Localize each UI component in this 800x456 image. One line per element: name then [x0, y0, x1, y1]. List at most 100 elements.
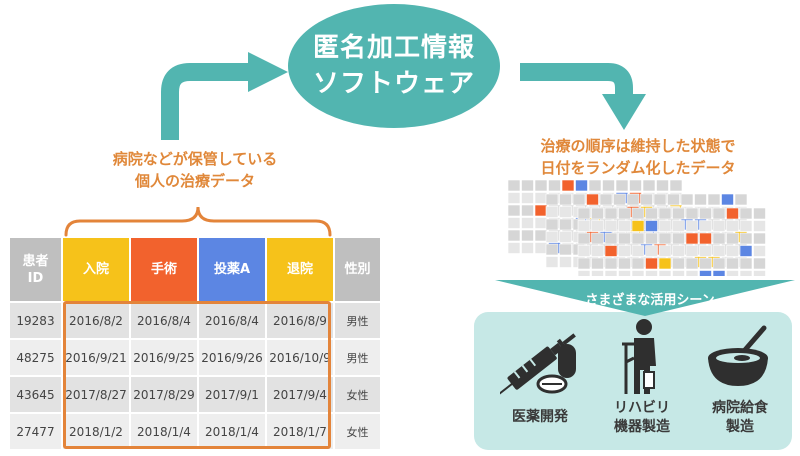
header-patient-id: 患者 ID [10, 238, 61, 301]
mosaic-cell [631, 245, 645, 257]
mosaic-cell [618, 232, 631, 245]
mosaic-cell [604, 207, 618, 220]
banner-chevron-icon [495, 280, 795, 316]
mosaic-cell [521, 204, 534, 217]
mosaic-cell [726, 207, 739, 220]
arrow-to-software-icon [161, 52, 288, 140]
cell-id: 43645 [10, 377, 61, 412]
mosaic-cell [618, 245, 631, 257]
randomized-data-mosaic [508, 180, 766, 276]
mosaic-cell [721, 193, 734, 206]
mosaic-cell [604, 232, 618, 245]
mosaic-cell [739, 232, 753, 245]
mosaic-cell [753, 207, 766, 220]
mosaic-cell [575, 180, 588, 192]
cell-sex: 男性 [335, 340, 380, 375]
mosaic-cell [534, 180, 548, 192]
mosaic-cell [645, 207, 658, 220]
mosaic-cell [545, 256, 559, 268]
mosaic-cell [577, 257, 591, 270]
mosaic-cell [685, 220, 699, 232]
mosaic-cell [667, 193, 680, 206]
mosaic-cell [712, 232, 726, 245]
mosaic-cell [577, 245, 591, 257]
mosaic-cell [642, 180, 656, 192]
mosaic-cell [658, 270, 672, 276]
mosaic-cell [559, 243, 572, 256]
mosaic-cell [739, 270, 753, 276]
cell-id: 27477 [10, 414, 61, 449]
mosaic-cell [645, 220, 658, 232]
source-caption-line2: 個人の治療データ [134, 172, 255, 190]
mosaic-cell [699, 232, 712, 245]
center-title-line2: ソフトウェア [312, 69, 475, 99]
randomized-data-caption: 治療の順序は維持した状態で 日付をランダム化したデータ [508, 135, 768, 179]
mosaic-cell [645, 245, 658, 257]
mosaic-cell [739, 257, 753, 270]
cell-id: 19283 [10, 303, 61, 338]
mosaic-cell [658, 245, 672, 257]
mosaic-cell [586, 193, 599, 206]
use-label-line1: 病院給食 [712, 400, 768, 416]
cell-drug: 2016/8/4 [199, 303, 265, 338]
mosaic-cell [604, 257, 618, 270]
cell-id: 48275 [10, 340, 61, 375]
mosaic-cell [521, 192, 534, 204]
mosaic-cell [577, 220, 591, 232]
mosaic-cell [508, 229, 521, 242]
mosaic-cell [599, 193, 613, 206]
mosaic-cell [534, 192, 548, 204]
mosaic-cell [699, 220, 712, 232]
use-case-rehab-equipment: リハビリ 機器製造 [592, 399, 692, 437]
use-label-line2: 機器製造 [614, 419, 670, 435]
mosaic-cell [699, 270, 712, 276]
mosaic-cell [699, 245, 712, 257]
cell-sex: 女性 [335, 377, 380, 412]
mosaic-cell [545, 243, 559, 256]
mosaic-cell [726, 232, 739, 245]
mosaic-cell [618, 207, 631, 220]
mosaic-cell [699, 207, 712, 220]
cell-drug: 2016/9/26 [199, 340, 265, 375]
cell-surgery: 2016/9/25 [131, 340, 197, 375]
mosaic-cell [726, 220, 739, 232]
use-label-line2: 製造 [726, 419, 754, 435]
mosaic-cell [559, 218, 572, 231]
mosaic-cell [626, 193, 640, 206]
mosaic-cell [707, 193, 721, 206]
person-crutch-icon [622, 319, 656, 394]
mosaic-cell [685, 207, 699, 220]
mosaic-cell [521, 242, 534, 254]
mosaic-cell [613, 193, 626, 206]
mosaic-cell [685, 245, 699, 257]
mosaic-cell [588, 180, 602, 192]
mosaic-cell [699, 257, 712, 270]
cell-admit: 2016/9/21 [63, 340, 129, 375]
mosaic-cell [559, 206, 572, 218]
mosaic-cell [658, 207, 672, 220]
mosaic-cell [631, 257, 645, 270]
mosaic-cell [656, 180, 669, 192]
mosaic-cell [548, 180, 561, 192]
mosaic-cell [508, 192, 521, 204]
use-label-line1: リハビリ [614, 400, 670, 416]
mosaic-cell [672, 232, 685, 245]
anonymization-software-node: 匿名加工情報 ソフトウェア [288, 4, 500, 128]
cell-admit: 2016/8/2 [63, 303, 129, 338]
mosaic-cell [631, 220, 645, 232]
mosaic-cell [631, 270, 645, 276]
cell-admit: 2018/1/2 [63, 414, 129, 449]
patient-data-table: 患者 ID 入院 手術 投薬A 退院 性別 19283 2016/8/2 201… [10, 238, 380, 449]
mosaic-cell [694, 193, 707, 206]
header-sex: 性別 [335, 238, 380, 301]
mosaic-cell [672, 270, 685, 276]
mosaic-cell [658, 220, 672, 232]
mosaic-cell [545, 218, 559, 231]
cell-sex: 男性 [335, 303, 380, 338]
mosaic-cell [545, 231, 559, 243]
mosaic-cell [559, 256, 572, 268]
mosaic-cell [726, 245, 739, 257]
header-surgery: 手術 [131, 238, 197, 301]
mosaic-cell [726, 270, 739, 276]
header-id-line1: 患者 [22, 253, 49, 269]
